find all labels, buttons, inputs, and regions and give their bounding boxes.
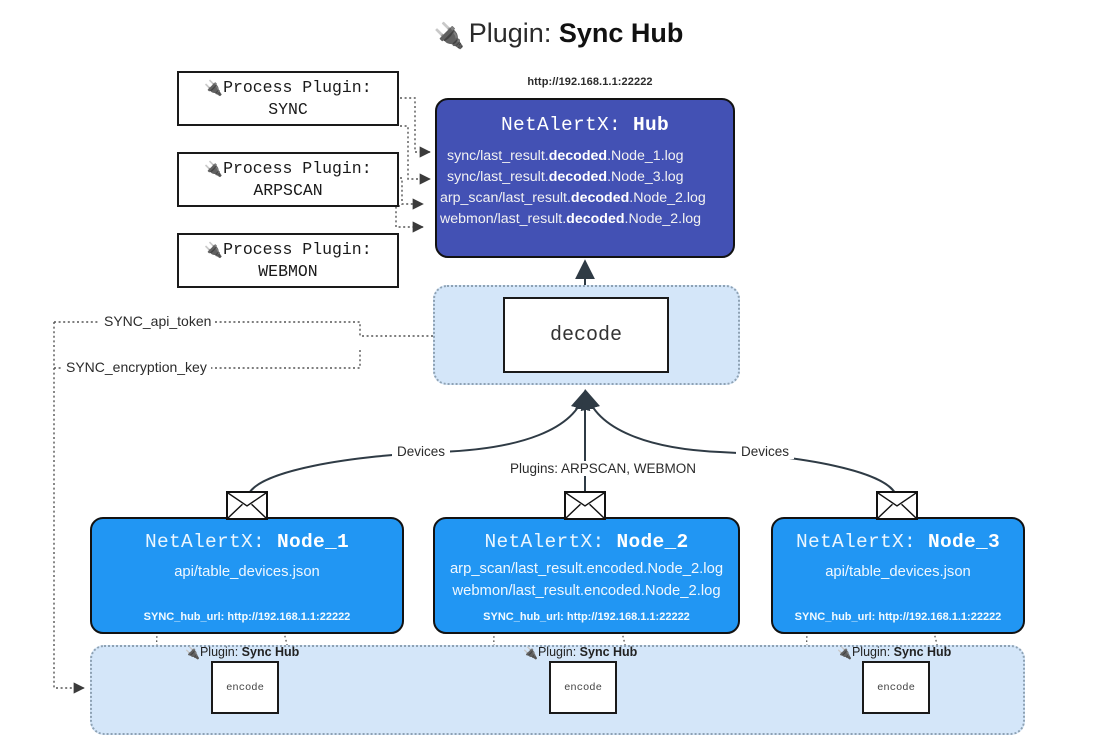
process-plugin-arpscan[interactable]: 🔌Process Plugin: ARPSCAN xyxy=(177,152,399,207)
plug-icon: 🔌 xyxy=(204,241,224,260)
process-plugin-label: Process Plugin: xyxy=(223,240,372,260)
envelope-icon xyxy=(876,491,918,520)
hub-log-line: arp_scan/last_result.decoded.Node_2.log xyxy=(440,190,706,206)
process-plugin-webmon[interactable]: 🔌Process Plugin: WEBMON xyxy=(177,233,399,288)
encode-plugin-label-3: 🔌Plugin: Sync Hub xyxy=(837,645,952,660)
plug-icon: 🔌 xyxy=(185,646,200,660)
encode-plugin-label-1: 🔌Plugin: Sync Hub xyxy=(185,645,300,660)
page-title-name: Sync Hub xyxy=(558,18,684,48)
node-line: api/table_devices.json xyxy=(825,564,971,580)
hub-log-line: webmon/last_result.decoded.Node_2.log xyxy=(440,211,702,227)
envelope-icon xyxy=(564,491,606,520)
hub-title: NetAlertX: Hub xyxy=(437,114,733,136)
decode-box[interactable]: decode xyxy=(503,297,669,373)
sync-api-token-label: SYNC_api_token xyxy=(100,313,216,329)
encode-box-3[interactable]: encode xyxy=(862,661,930,714)
encode-box-1[interactable]: encode xyxy=(211,661,279,714)
node-line: arp_scan/last_result.encoded.Node_2.log xyxy=(449,561,724,577)
edge-label-plugins: Plugins: ARPSCAN, WEBMON xyxy=(505,461,702,476)
plug-icon: 🔌 xyxy=(523,646,538,660)
node-3[interactable]: NetAlertX: Node_3 api/table_devices.json… xyxy=(771,517,1025,634)
process-plugin-name: ARPSCAN xyxy=(253,180,323,200)
process-plugin-label: Process Plugin: xyxy=(223,159,372,179)
node-hub-url-label: SYNC_hub_url: http://192.168.1.1:22222 xyxy=(483,611,690,623)
hub-url-label: http://192.168.1.1:22222 xyxy=(527,76,653,88)
hub-node[interactable]: NetAlertX: Hub sync/last_result.decoded.… xyxy=(435,98,735,258)
encode-box-2[interactable]: encode xyxy=(549,661,617,714)
plug-icon: 🔌 xyxy=(837,646,852,660)
encode-plugin-label-2: 🔌Plugin: Sync Hub xyxy=(523,645,638,660)
node-line: api/table_devices.json xyxy=(174,564,320,580)
page-title: 🔌Plugin: Sync Hub xyxy=(0,18,1117,51)
hub-title-name: Hub xyxy=(633,114,670,136)
edge-label-devices-right: Devices xyxy=(736,444,795,459)
node-title: NetAlertX: Node_1 xyxy=(144,531,350,553)
process-plugin-name: SYNC xyxy=(268,99,308,119)
node-1[interactable]: NetAlertX: Node_1 api/table_devices.json… xyxy=(90,517,404,634)
page-title-prefix: Plugin: xyxy=(468,18,552,48)
node-title: NetAlertX: Node_3 xyxy=(795,531,1001,553)
node-hub-url-label: SYNC_hub_url: http://192.168.1.1:22222 xyxy=(143,611,351,623)
hub-title-prefix: NetAlertX: xyxy=(500,114,621,136)
hub-log-line: sync/last_result.decoded.Node_3.log xyxy=(447,169,684,185)
node-2[interactable]: NetAlertX: Node_2 arp_scan/last_result.e… xyxy=(433,517,740,634)
hub-log-line: sync/last_result.decoded.Node_1.log xyxy=(447,148,684,164)
plug-icon: 🔌 xyxy=(204,160,224,179)
process-plugin-sync[interactable]: 🔌Process Plugin: SYNC xyxy=(177,71,399,126)
plug-icon: 🔌 xyxy=(433,22,465,50)
plug-icon: 🔌 xyxy=(204,79,224,98)
process-plugin-label: Process Plugin: xyxy=(223,78,372,98)
node-line: webmon/last_result.encoded.Node_2.log xyxy=(452,583,721,599)
edge-label-devices-left: Devices xyxy=(392,444,451,459)
node-title: NetAlertX: Node_2 xyxy=(484,531,689,553)
node-hub-url-label: SYNC_hub_url: http://192.168.1.1:22222 xyxy=(794,611,1002,623)
process-plugin-name: WEBMON xyxy=(258,261,318,281)
sync-encryption-key-label: SYNC_encryption_key xyxy=(62,359,211,375)
envelope-icon xyxy=(226,491,268,520)
